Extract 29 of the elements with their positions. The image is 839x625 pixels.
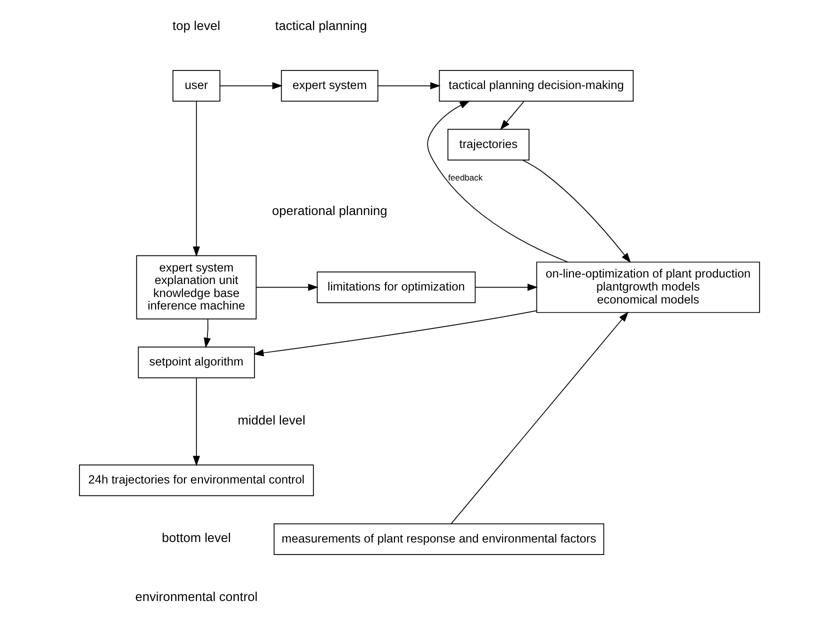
label: top level	[172, 18, 220, 33]
node-box: expert system explanation unit knowledge base inference machine	[136, 255, 257, 320]
arrow	[192, 100, 200, 257]
label: middel level	[238, 412, 306, 428]
arrow	[378, 82, 441, 90]
arrow	[475, 284, 538, 291]
arrow	[204, 318, 211, 348]
node-box: expert system	[280, 70, 378, 102]
arrow	[427, 100, 568, 262]
arrow	[450, 312, 629, 524]
node-box: user	[172, 70, 220, 102]
node-box: tactical planning decision-making	[438, 70, 634, 102]
node-box: trajectories	[447, 128, 530, 160]
node-box: limitations for optimization	[316, 272, 476, 304]
node-box: 24h trajectories for environmental control	[78, 464, 314, 496]
edge-label: feedback	[448, 172, 483, 183]
arrow	[500, 100, 524, 130]
label: environmental control	[135, 589, 258, 604]
arrow	[522, 160, 631, 264]
node-box: measurements of plant response and environmental factors	[274, 523, 604, 556]
arrow	[256, 284, 318, 291]
label: tactical planning	[275, 18, 367, 33]
label: bottom level	[162, 530, 231, 546]
node-box: on-line-optimization of plant production plantgrowth models economical models	[536, 262, 760, 313]
node-box: setpoint algorithm	[138, 346, 255, 378]
label: operational planning	[272, 203, 388, 218]
arrow	[253, 310, 538, 356]
arrow	[192, 378, 200, 466]
arrow	[220, 82, 283, 90]
